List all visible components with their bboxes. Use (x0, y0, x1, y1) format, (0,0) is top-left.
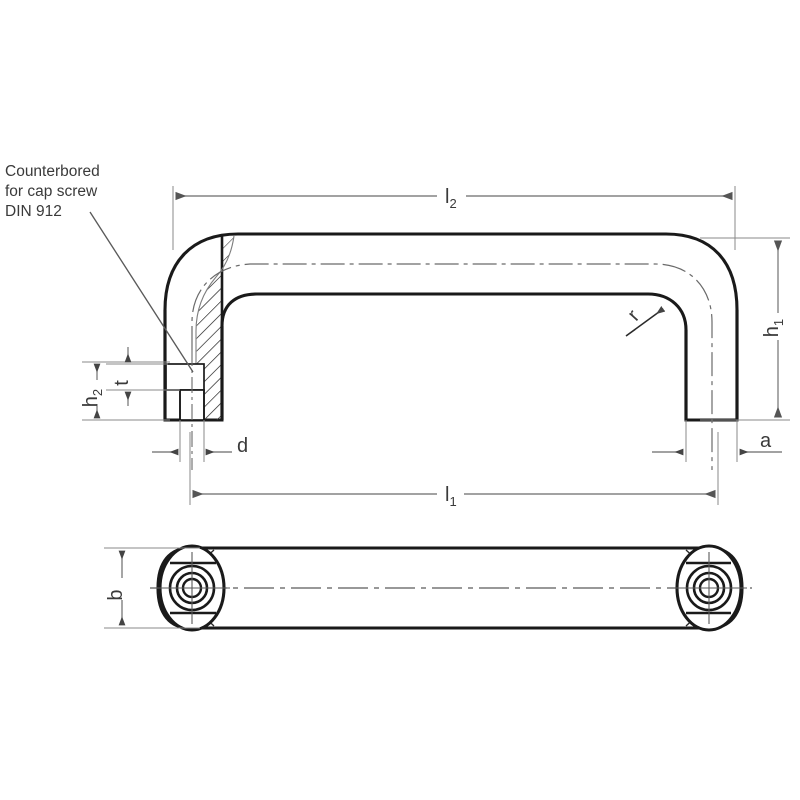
section-hatch-leg-wall (196, 236, 234, 420)
dim-label-r: r (623, 305, 644, 325)
dim-label-b: b (105, 589, 127, 600)
bottom-left-boss-group (156, 544, 230, 632)
dim-label-h1: h1 (761, 319, 786, 337)
dim-label-h2: h2 (80, 389, 105, 407)
counterbore-note-line1: Counterbored (5, 163, 100, 180)
dim-label-t: t (111, 380, 133, 386)
counterbore-leader-line (89, 211, 194, 373)
counterbore-note-line2: for cap screw (5, 183, 98, 200)
counterbore-note-line3: DIN 912 (5, 203, 62, 220)
handle-inner-profile (220, 292, 688, 420)
bottom-right-boss-group (673, 544, 747, 632)
r-leader-line (625, 306, 666, 337)
dim-label-a: a (760, 430, 772, 452)
hatch-edge-left (195, 235, 235, 420)
handle-outer-profile (163, 232, 739, 420)
bottom-view-group: b (104, 544, 752, 632)
counterbore-pocket (165, 363, 205, 391)
dim-label-l1: l1 (445, 484, 457, 509)
dim-label-d: d (237, 435, 248, 457)
grip-centerline (191, 263, 713, 470)
dim-label-l2: l2 (445, 186, 457, 211)
front-view-group: l2 l1 h1 h2 t (5, 163, 790, 509)
